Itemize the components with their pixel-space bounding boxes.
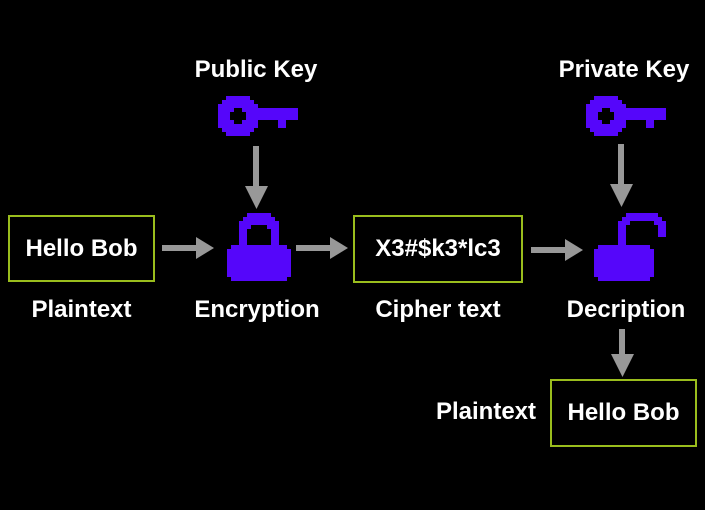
lock-open-icon <box>594 213 670 281</box>
ciphertext-value: X3#$k3*lc3 <box>375 235 501 262</box>
private-key-label: Private Key <box>558 56 690 83</box>
ciphertext-box: X3#$k3*lc3 <box>353 215 523 283</box>
plaintext-input-value: Hello Bob <box>25 234 138 262</box>
arrow-down-decryption-icon <box>610 329 635 377</box>
arrow-down-public-key-icon <box>244 146 269 209</box>
public-key-label: Public Key <box>194 56 318 83</box>
decryption-caption: Decription <box>566 296 686 323</box>
plaintext-output-box: Hello Bob <box>550 379 697 447</box>
encryption-caption: Encryption <box>194 296 320 323</box>
key-icon <box>218 96 298 140</box>
arrow-right-icon <box>296 236 348 260</box>
plaintext-input-caption: Plaintext <box>31 296 132 323</box>
plaintext-input-box: Hello Bob <box>8 215 155 282</box>
key-icon <box>586 96 666 140</box>
plaintext-output-value: Hello Bob <box>567 399 680 426</box>
arrow-right-icon <box>162 236 214 260</box>
plaintext-output-caption: Plaintext <box>435 398 536 425</box>
arrow-right-icon <box>531 238 583 262</box>
lock-closed-icon <box>227 213 291 281</box>
arrow-down-private-key-icon <box>609 144 634 207</box>
ciphertext-caption: Cipher text <box>375 296 501 323</box>
